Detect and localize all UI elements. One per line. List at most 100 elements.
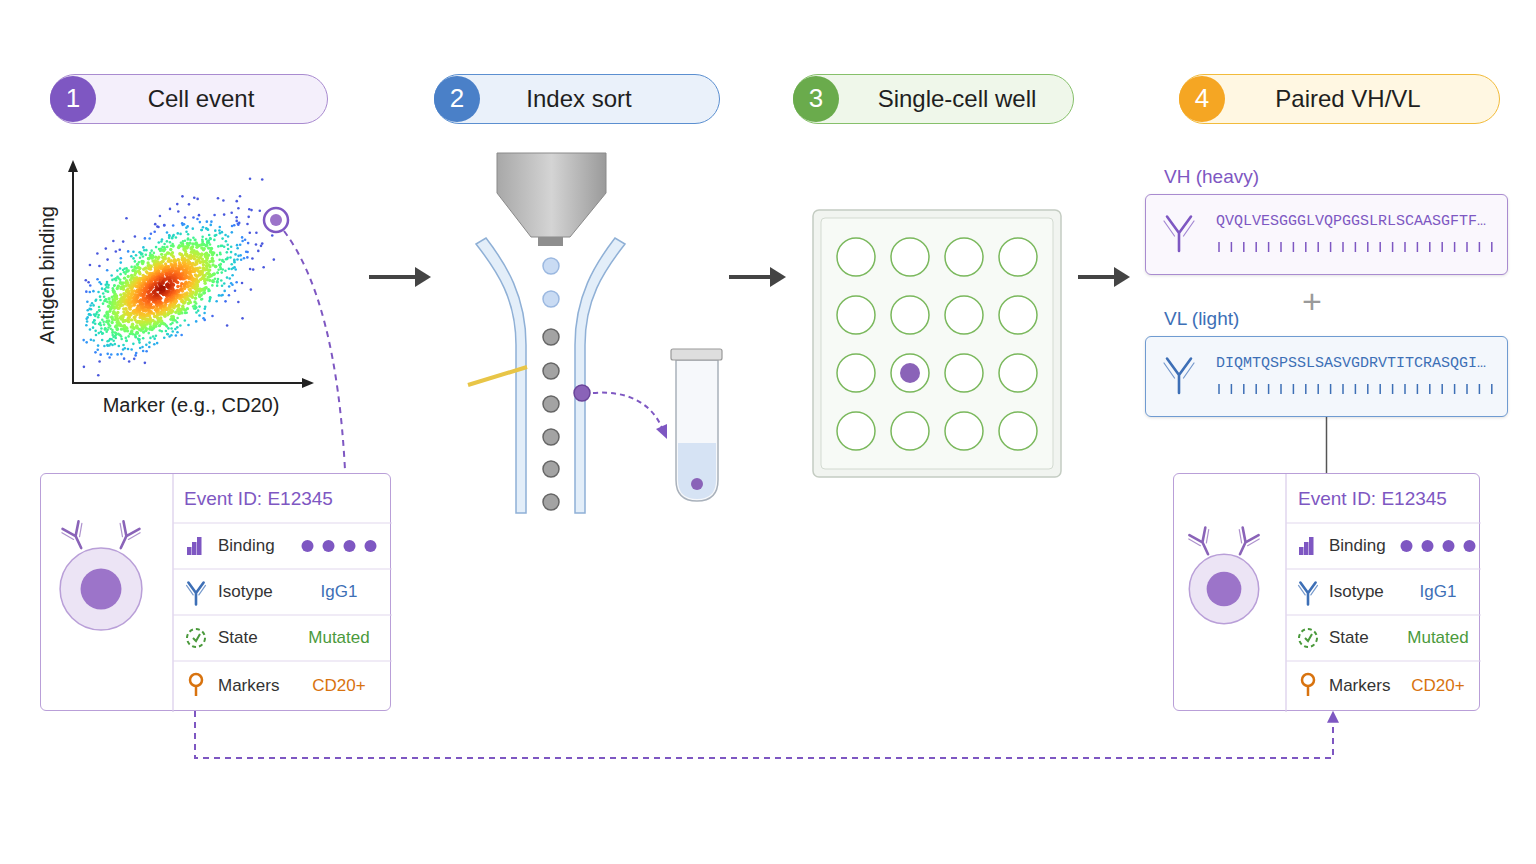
scatter-dot [91,302,94,305]
step-number: 3 [809,84,823,114]
scatter-dot [117,333,120,336]
scatter-dot [148,341,151,344]
scatter-dot [144,237,147,240]
scatter-dot [220,245,223,248]
scatter-dot [96,252,99,255]
scatter-dot [114,331,117,334]
scatter-dot [251,257,254,260]
sequence-text: DIQMTQSPSSLSASVGDRVTITCRASQGI… [1216,355,1486,372]
scatter-dot [97,291,100,294]
scatter-dot [176,232,179,235]
field-value: IgG1 [1420,582,1457,602]
scatter-dot [247,242,250,245]
scatter-dot [163,224,166,227]
scatter-dot [115,332,118,335]
field-value: CD20+ [312,676,365,696]
scatter-dot [192,305,195,308]
scatter-dot [152,335,155,338]
scatter-dot [127,348,130,351]
scatter-dot [236,244,239,247]
scatter-dot [221,260,224,263]
axis-label: Antigen binding [36,206,59,344]
plate-well [837,296,875,334]
scatter-dot [159,215,162,218]
scatter-dot [246,223,249,226]
scatter-dot [190,247,193,250]
scatter-dot [95,334,98,337]
scatter-dot [255,232,258,235]
scatter-dot [135,296,138,299]
scatter-dot [141,262,144,265]
scatter-dot [153,343,156,346]
scatter-dot [180,334,183,337]
scatter-dot [213,239,216,242]
scatter-dot [231,274,234,277]
scatter-dot [234,253,237,256]
scatter-dot [177,304,180,307]
scatter-dot [144,266,147,269]
scatter-dot [129,304,132,307]
scatter-dot [226,324,229,327]
chain-heading: VL (light) [1164,308,1239,330]
scatter-dot [197,309,200,312]
scatter-dot [130,266,133,269]
scatter-dot [192,236,195,239]
scatter-dot [89,328,92,331]
scatter-dot [228,294,231,297]
scatter-dot [98,360,101,363]
scatter-dot [168,234,171,237]
scatter-dot [162,249,165,252]
b-cell-icon [60,520,142,629]
scatter-dot [99,322,102,325]
scatter-dot [171,244,174,247]
step-badge: 3 [793,76,839,122]
scatter-dot [176,331,179,334]
scatter-dot [208,260,211,263]
scatter-dot [97,344,100,347]
scatter-dot [202,226,205,229]
scatter-dot [230,251,233,254]
scatter-dot [123,276,126,279]
scatter-dot [145,249,148,252]
scatter-dot [113,285,116,288]
scatter-dot [178,276,181,279]
scatter-dot [155,334,158,337]
scatter-points [82,178,275,377]
scatter-dot [187,237,190,240]
scatter-dot [216,272,219,275]
scatter-dot [248,208,251,211]
scatter-dot [102,302,105,305]
scatter-dot [220,271,223,274]
scatter-dot [200,298,203,301]
scatter-dot [218,264,221,267]
scatter-dot [133,358,136,361]
field-label: Binding [218,536,275,556]
scatter-dot [211,280,214,283]
scatter-dot [271,234,274,237]
scatter-dot [194,297,197,300]
scatter-dot [130,318,133,321]
scatter-dot [224,300,227,303]
scatter-dot [169,208,172,211]
scatter-dot [89,264,92,267]
scatter-dot [120,353,123,356]
scatter-dot [142,255,145,258]
scatter-dot [110,321,113,324]
scatter-dot [148,346,151,349]
scatter-dot [213,272,216,275]
scatter-dot [184,312,187,315]
scatter-dot [125,340,128,343]
scatter-dot [118,248,121,251]
scatter-dot [198,214,201,217]
scatter-dot [105,316,108,319]
scatter-dot [103,345,106,348]
scatter-dot [86,320,89,323]
scatter-dot [135,331,138,334]
scatter-dot [237,223,240,226]
scatter-dot [86,316,89,319]
step-pill: 1Cell event [50,74,328,124]
plate-well [999,296,1037,334]
scatter-dot [130,255,133,258]
scatter-dot [222,199,225,202]
